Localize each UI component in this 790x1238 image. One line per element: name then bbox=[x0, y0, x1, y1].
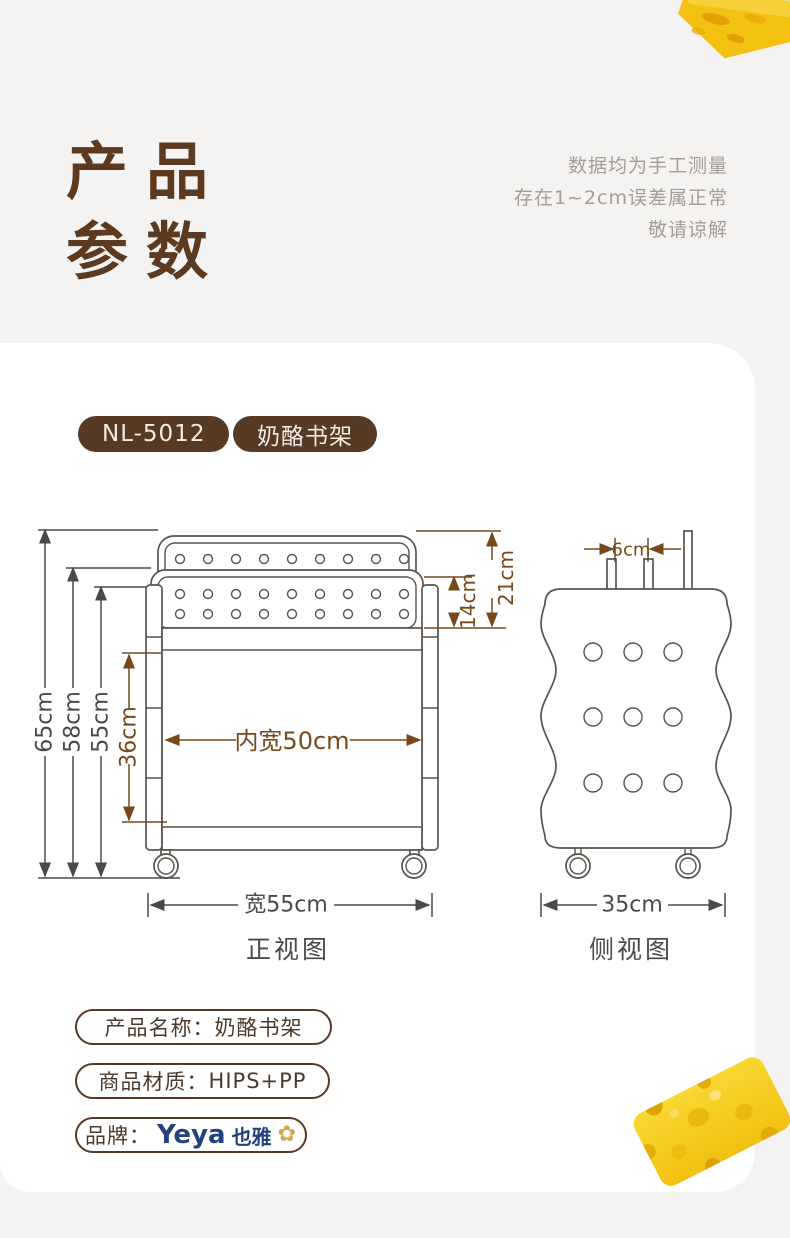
product-name-label: 产品名称： bbox=[104, 1016, 215, 1040]
note-line2: 存在1~2cm误差属正常 bbox=[513, 187, 728, 209]
dimension-diagram: 65cm 58cm 55cm 36cm 14cm 21cm 内宽50cm bbox=[33, 528, 732, 964]
front-view-label: 正视图 bbox=[246, 935, 330, 964]
product-name-value: 奶酪书架 bbox=[214, 1016, 303, 1040]
side-view-label: 侧视图 bbox=[589, 935, 673, 964]
dim-21cm-label: 21cm bbox=[494, 550, 518, 606]
panel2-holes bbox=[174, 588, 410, 620]
brand-label: 品牌： bbox=[84, 1124, 151, 1148]
model-number-badge: NL-5012 bbox=[78, 416, 230, 452]
page-title-line2: 参数 bbox=[66, 215, 227, 288]
page-title: 产品 参数 bbox=[66, 132, 226, 292]
front-width-dimension: 宽55cm bbox=[147, 893, 433, 918]
note-line3: 敬请谅解 bbox=[647, 219, 728, 241]
dim-36cm-label: 36cm bbox=[117, 706, 142, 768]
measurement-note: 数据均为手工测量 存在1~2cm误差属正常 敬请谅解 bbox=[514, 150, 728, 246]
flower-icon: ✿ bbox=[277, 1122, 297, 1147]
dim-inner-width-label: 内宽50cm bbox=[234, 727, 349, 755]
product-name-row: 产品名称：奶酪书架 bbox=[75, 1009, 332, 1045]
panel1-holes bbox=[174, 553, 410, 565]
dim-width-55cm-label: 宽55cm bbox=[244, 893, 328, 918]
material-value: HIPS+PP bbox=[208, 1069, 307, 1093]
brand-logo-en: Yeya bbox=[156, 1120, 226, 1150]
front-view-dimensions-brown: 36cm 14cm 21cm 内宽50cm bbox=[117, 530, 518, 823]
dim-65cm-label: 65cm bbox=[33, 691, 58, 753]
material-label: 商品材质： bbox=[98, 1070, 209, 1094]
side-holes bbox=[583, 642, 683, 793]
dim-55cm-label: 55cm bbox=[89, 691, 114, 753]
front-view-dimensions-gray: 65cm 58cm 55cm bbox=[33, 528, 180, 879]
front-view-drawing bbox=[145, 535, 439, 879]
page-title-line1: 产品 bbox=[66, 135, 227, 208]
dim-14cm-label: 14cm bbox=[456, 573, 480, 629]
dim-6cm-label: 6cm bbox=[612, 540, 651, 561]
brand-row: 品牌： Yeya 也雅 ✿ bbox=[75, 1117, 307, 1153]
cheese-slice-image bbox=[627, 1050, 790, 1192]
dim-58cm-label: 58cm bbox=[61, 691, 86, 753]
brand-logo-cn: 也雅 bbox=[231, 1124, 272, 1149]
dim-35cm-label: 35cm bbox=[601, 893, 663, 918]
side-view-drawing bbox=[540, 530, 732, 879]
note-line1: 数据均为手工测量 bbox=[567, 155, 728, 177]
material-row: 商品材质：HIPS+PP bbox=[75, 1063, 330, 1099]
cheese-wedge-image bbox=[658, 0, 790, 66]
side-view-dimensions: 6cm 35cm bbox=[540, 538, 726, 918]
product-name-badge: 奶酪书架 bbox=[233, 416, 377, 452]
